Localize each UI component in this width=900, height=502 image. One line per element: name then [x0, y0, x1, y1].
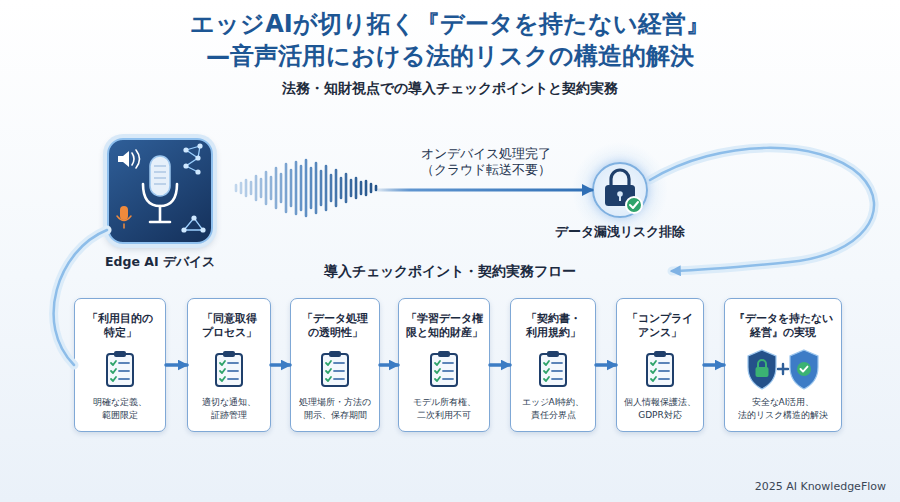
- box-body: モデル所有権、 二次利用不可: [402, 396, 486, 421]
- section-heading: 導入チェックポイント・契約実務フロー: [0, 262, 900, 280]
- diagram-caption: 法務・知財視点での導入チェックポイントと契約実務: [0, 79, 900, 97]
- box-heading: 「同意取得 プロセス」: [192, 311, 266, 339]
- box-heading: 「コンプライ アンス」: [621, 311, 699, 339]
- box-heading: 「学習データ権 限と知的財産」: [403, 311, 485, 339]
- flow-arrow: [380, 363, 398, 367]
- box-body: エッジAI特約、 責任分界点: [514, 396, 592, 421]
- node-label: データ漏洩リスク排除: [555, 224, 685, 240]
- process-box: 「利用目的の 特定」明確な定義、 範囲限定: [74, 298, 166, 432]
- process-box: 「学習データ権 限と知的財産」モデル所有権、 二次利用不可: [398, 298, 490, 432]
- footer-note: 2025 AI KnowledgeFlow: [755, 480, 886, 494]
- box-heading: 「契約書・ 利用規約」: [515, 311, 591, 339]
- node-label: Edge AI デバイス: [105, 254, 215, 270]
- flow-arrow: [213, 189, 592, 192]
- flow-arrow: [166, 363, 187, 367]
- flow-arrow: [490, 363, 510, 367]
- flow-arrow: [596, 363, 616, 367]
- box-heading: 「データ処理 の透明性」: [295, 311, 375, 339]
- process-box: 『データを持たない 経営』の実現安全なAI活用、 法的リスク構造的解決: [724, 298, 842, 432]
- process-box: 「同意取得 プロセス」適切な通知、 証跡管理: [187, 298, 271, 432]
- flow-arrow: [704, 363, 724, 367]
- edge-label: オンデバイス処理完了 （クラウド転送不要）: [406, 146, 566, 178]
- sound-waveform: [236, 160, 376, 216]
- box-body: 安全なAI活用、 法的リスク構造的解決: [728, 396, 838, 421]
- diagram-title: エッジAIが切り拓く『データを持たない経営』 —音声活用における法的リスクの構造…: [188, 8, 711, 72]
- swirl-line: [650, 148, 874, 271]
- device-box: Edge AI デバイス: [107, 138, 213, 244]
- box-body: 適切な通知、 証跡管理: [191, 396, 267, 421]
- title-area: エッジAIが切り拓く『データを持たない経営』 —音声活用における法的リスクの構造…: [0, 8, 900, 72]
- box-heading: 『データを持たない 経営』の実現: [729, 311, 837, 339]
- swirl-glow: [650, 148, 874, 271]
- box-heading: 「利用目的の 特定」: [79, 311, 161, 339]
- status-circle: データ漏洩リスク排除: [592, 162, 648, 218]
- process-box: 「契約書・ 利用規約」エッジAI特約、 責任分界点: [510, 298, 596, 432]
- process-box: 「データ処理 の透明性」処理場所・方法の 開示、保存期間: [290, 298, 380, 432]
- box-body: 個人情報保護法、 GDPR対応: [620, 396, 700, 421]
- process-box: 「コンプライ アンス」個人情報保護法、 GDPR対応: [616, 298, 704, 432]
- box-body: 明確な定義、 範囲限定: [78, 396, 162, 421]
- edge-label-text: オンデバイス処理完了 （クラウド転送不要）: [420, 146, 553, 178]
- box-body: 処理場所・方法の 開示、保存期間: [294, 396, 376, 421]
- flow-arrow: [271, 363, 290, 367]
